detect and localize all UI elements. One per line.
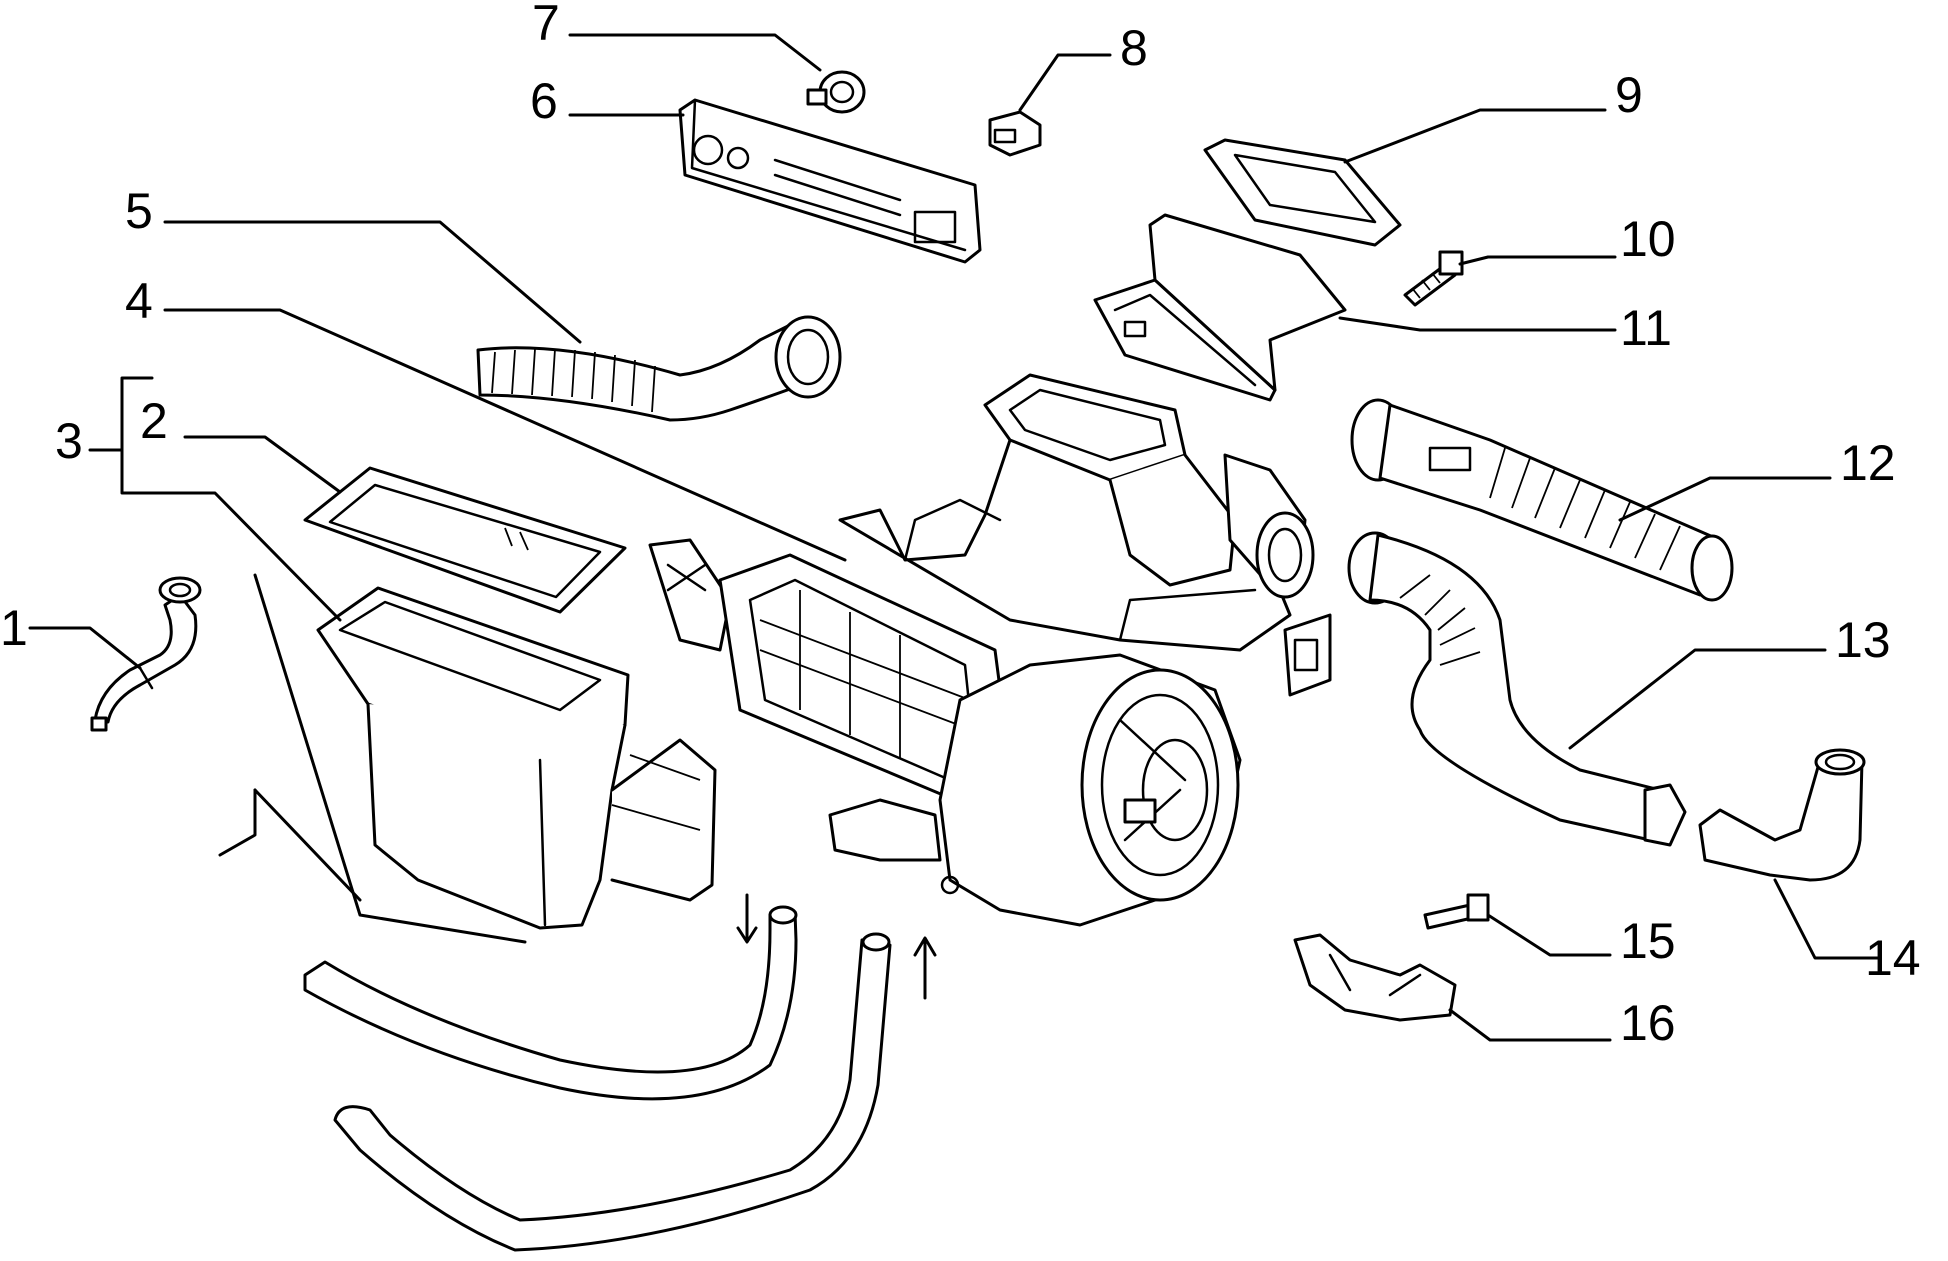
part-1-drain-hose: [90, 576, 202, 732]
part-15-bolt: [1423, 893, 1490, 930]
part-10-screw: [1403, 250, 1464, 307]
leader-lines: [28, 33, 1882, 1042]
bottom-pipe-left: [303, 905, 798, 1101]
leader-9: [1343, 108, 1607, 164]
leader-3-bracket: [120, 376, 342, 622]
part-16-clamp: [1293, 933, 1457, 1022]
leader-4: [163, 308, 847, 562]
part-14-elbow: [1698, 748, 1866, 882]
part-5-corrugated-hose: [476, 315, 842, 422]
flow-arrow-up: [913, 936, 937, 1000]
part-13-hose: [1347, 531, 1687, 847]
part-7-knob: [806, 70, 866, 114]
leader-11: [1338, 316, 1617, 332]
callout-2: 2: [140, 393, 168, 449]
leader-8: [1018, 53, 1112, 112]
flow-arrow-down: [736, 893, 758, 944]
part-4-heater-unit: [648, 373, 1332, 927]
assembly-frame-lines: [218, 573, 527, 944]
callout-8: 8: [1120, 20, 1148, 76]
part-3-housing-box: [316, 586, 717, 930]
leader-7: [568, 33, 822, 72]
part-2-seal-frame: [303, 466, 627, 614]
leader-15: [1486, 913, 1612, 957]
callout-6: 6: [530, 73, 558, 129]
callout-7: 7: [532, 0, 560, 51]
callout-14: 14: [1865, 930, 1921, 986]
callout-15: 15: [1620, 913, 1676, 969]
callout-13: 13: [1835, 612, 1891, 668]
part-9-vent-cover: [1203, 138, 1402, 247]
callout-9: 9: [1615, 67, 1643, 123]
part-11-outlet-duct: [1093, 213, 1347, 402]
leader-14: [1773, 878, 1882, 960]
leader-16: [1448, 1008, 1612, 1042]
callout-16: 16: [1620, 995, 1676, 1051]
leader-1: [28, 626, 142, 670]
callout-1: 1: [0, 600, 28, 656]
callout-12: 12: [1840, 435, 1896, 491]
bottom-pipe-right: [333, 932, 892, 1252]
part-6-control-panel: [678, 98, 982, 264]
leader-2: [183, 435, 342, 494]
callout-4: 4: [125, 273, 153, 329]
callout-labels: 1 2 3 4 5 6 7 8 9 10 11 12 13 14 15 16: [0, 0, 1921, 1051]
part-8-clip: [988, 110, 1042, 157]
leader-5: [163, 220, 582, 344]
callout-11: 11: [1620, 300, 1672, 356]
leader-10: [1458, 255, 1617, 266]
part-12-hose: [1350, 398, 1734, 602]
callout-10: 10: [1620, 211, 1676, 267]
leader-12: [1618, 476, 1832, 522]
callout-5: 5: [125, 183, 153, 239]
leader-13: [1568, 648, 1827, 750]
callout-3: 3: [55, 413, 83, 469]
